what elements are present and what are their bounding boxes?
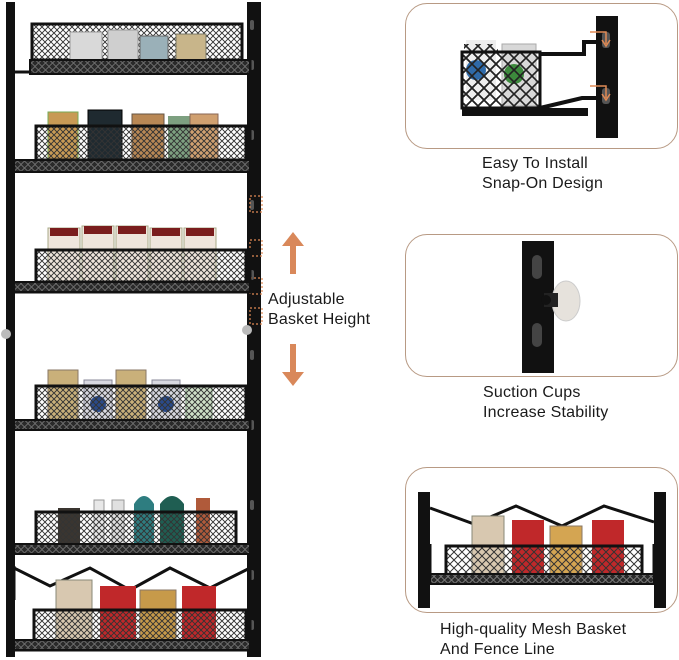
basket-2 [10, 109, 252, 173]
install-caption: Easy To Install Snap-On Design [482, 154, 662, 194]
mesh-detail-panel [405, 467, 678, 613]
basket-4 [10, 369, 252, 431]
suction-line-2: Increase Stability [483, 404, 609, 421]
mesh-line-2: And Fence Line [440, 641, 555, 658]
door-rack-illustration [1, 2, 263, 657]
mesh-line-1: High-quality Mesh Basket [440, 621, 627, 638]
basket-1 [8, 22, 252, 75]
adjustable-label: Adjustable Basket Height [268, 290, 398, 330]
adjustable-line-2: Basket Height [268, 311, 371, 328]
adjustable-line-1: Adjustable [268, 291, 345, 308]
basket-6 [10, 566, 252, 652]
arrow-up-icon [282, 232, 304, 274]
mesh-basket-illustration [418, 492, 666, 608]
suction-caption: Suction Cups Increase Stability [483, 383, 663, 423]
suction-cup-illustration [522, 241, 581, 373]
mesh-caption: High-quality Mesh Basket And Fence Line [440, 620, 676, 660]
arrow-down-icon [282, 344, 304, 386]
basket-5 [10, 496, 252, 555]
install-detail-panel [405, 3, 678, 149]
snap-on-hook-illustration [460, 16, 618, 138]
left-upright [6, 2, 15, 657]
install-line-1: Easy To Install [482, 155, 588, 172]
install-line-2: Snap-On Design [482, 175, 604, 192]
suction-line-1: Suction Cups [483, 384, 581, 401]
suction-detail-panel [405, 234, 678, 377]
basket-3 [10, 225, 252, 294]
